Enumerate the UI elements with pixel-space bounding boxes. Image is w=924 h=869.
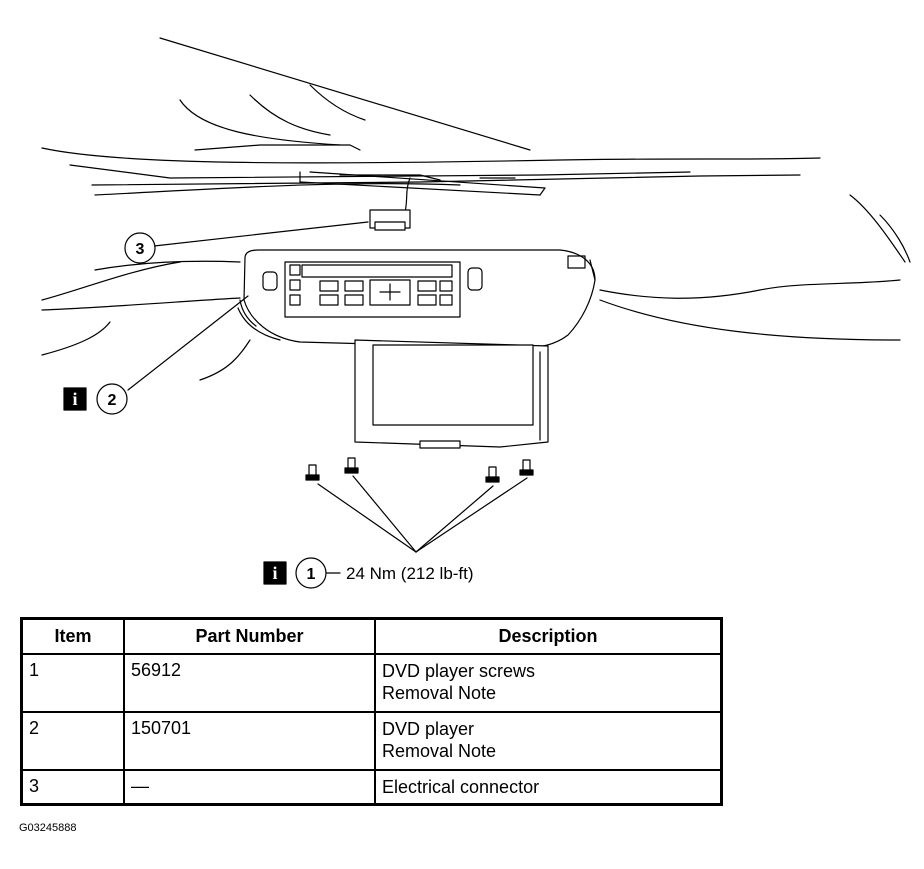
screw — [519, 459, 534, 476]
info-icon-glyph: i — [72, 389, 77, 409]
overhead-bracket — [194, 144, 546, 196]
screws — [305, 457, 534, 483]
screw — [485, 466, 500, 483]
description-line: DVD player screws — [382, 661, 536, 681]
header-part-number: Part Number — [123, 617, 376, 655]
callout-2: i 2 — [63, 383, 128, 415]
info-icon — [63, 387, 87, 411]
electrical-connector — [369, 177, 411, 231]
table-row: 3 — Electrical connector — [20, 769, 723, 806]
item-cell: 1 — [20, 653, 125, 713]
flip-down-screen — [354, 339, 549, 449]
callout-3: 3 — [124, 232, 156, 264]
dvd-player-removal-illustration: 3 i 2 i 1 24 Nm (212 lb-ft) — [41, 37, 911, 589]
table-header-row: Item Part Number Description — [20, 617, 723, 655]
callout-1: i 1 24 Nm (212 lb-ft) — [263, 557, 474, 589]
description-line: Electrical connector — [382, 777, 540, 797]
torque-spec: 24 Nm (212 lb-ft) — [346, 564, 474, 583]
description-line: Removal Note — [382, 683, 497, 703]
part-number-cell: 56912 — [123, 653, 376, 713]
header-description: Description — [374, 617, 723, 655]
header-item: Item — [20, 617, 125, 655]
callout-1-label: 1 — [307, 566, 316, 583]
part-number-cell: — — [123, 769, 376, 806]
description-cell: Electrical connector — [374, 769, 723, 806]
headliner-outline — [41, 37, 911, 381]
description-cell: DVD player Removal Note — [374, 711, 723, 771]
part-number-cell: 150701 — [123, 711, 376, 771]
info-icon-glyph: i — [272, 563, 277, 583]
item-cell: 3 — [20, 769, 125, 806]
leader-lines — [127, 221, 528, 553]
parts-table: Item Part Number Description 1 56912 DVD… — [20, 617, 723, 806]
description-cell: DVD player screws Removal Note — [374, 653, 723, 713]
table-row: 1 56912 DVD player screws Removal Note — [20, 653, 723, 713]
description-line: DVD player — [382, 719, 475, 739]
callout-3-label: 3 — [136, 241, 145, 258]
description-line: Removal Note — [382, 741, 497, 761]
item-cell: 2 — [20, 711, 125, 771]
dvd-player-housing — [237, 249, 596, 349]
info-icon — [263, 561, 287, 585]
table-row: 2 150701 DVD player Removal Note — [20, 711, 723, 771]
figure-id: G03245888 — [19, 822, 77, 834]
screw — [305, 464, 320, 481]
screw — [344, 457, 359, 474]
callout-2-label: 2 — [108, 392, 117, 409]
